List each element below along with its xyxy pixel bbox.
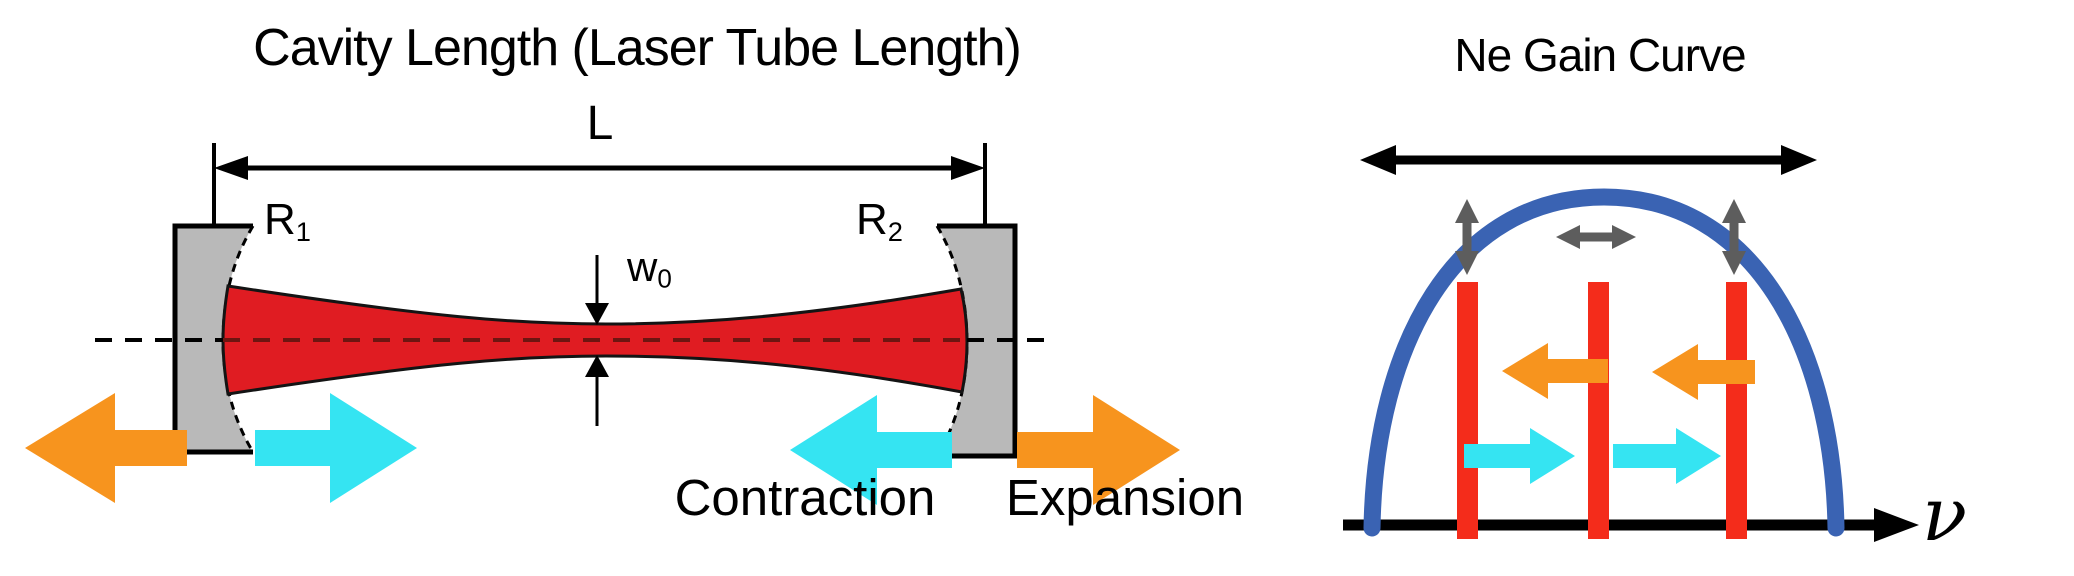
mirror1-subscript: 1	[295, 215, 311, 247]
mirror2-symbol: R	[856, 195, 888, 244]
waist-symbol: w	[627, 243, 658, 290]
mode-shift-vertical-double-arrow-right	[1722, 199, 1746, 275]
longitudinal-mode-line-1	[1457, 282, 1478, 539]
expansion-label: Expansion	[1005, 469, 1245, 526]
gain-bandwidth-double-arrow	[1360, 145, 1817, 175]
waist-dimension-arrows	[585, 255, 609, 426]
waist-subscript: 0	[657, 263, 672, 294]
expansion-arrow-right-orange	[1017, 395, 1180, 505]
mirror2-subscript: 2	[887, 215, 903, 247]
mode-drift-arrow-left-orange-1	[1502, 343, 1608, 399]
beam-waist-label: w0	[627, 246, 672, 292]
longitudinal-mode-line-2	[1588, 282, 1609, 539]
expansion-arrow-left-orange	[25, 393, 187, 503]
mode-drift-arrow-right-cyan-2	[1613, 428, 1721, 484]
left-panel-title: Cavity Length (Laser Tube Length)	[253, 19, 1022, 77]
frequency-axis-label: ν	[1922, 472, 1967, 558]
frequency-axis	[1343, 508, 1919, 542]
mode-drift-arrow-left-orange-2	[1652, 344, 1755, 400]
longitudinal-mode-line-3	[1726, 282, 1747, 539]
mirror1-symbol: R	[264, 195, 296, 244]
contraction-arrow-left-cyan	[790, 395, 952, 505]
mode-shift-vertical-double-arrow-left	[1455, 199, 1479, 275]
contraction-label: Contraction	[674, 469, 936, 526]
right-panel-title: Ne Gain Curve	[1454, 29, 1746, 81]
mirror2-label: R2	[856, 198, 903, 245]
cavity-length-label: L	[586, 97, 614, 150]
gain-curve	[1363, 188, 1845, 537]
contraction-arrow-right-cyan	[255, 393, 417, 503]
mode-drift-arrow-right-cyan-1	[1464, 428, 1575, 484]
mode-shift-horizontal-double-arrow	[1556, 225, 1636, 249]
mirror1-label: R1	[264, 198, 311, 245]
length-dimension-arrow	[212, 143, 987, 232]
